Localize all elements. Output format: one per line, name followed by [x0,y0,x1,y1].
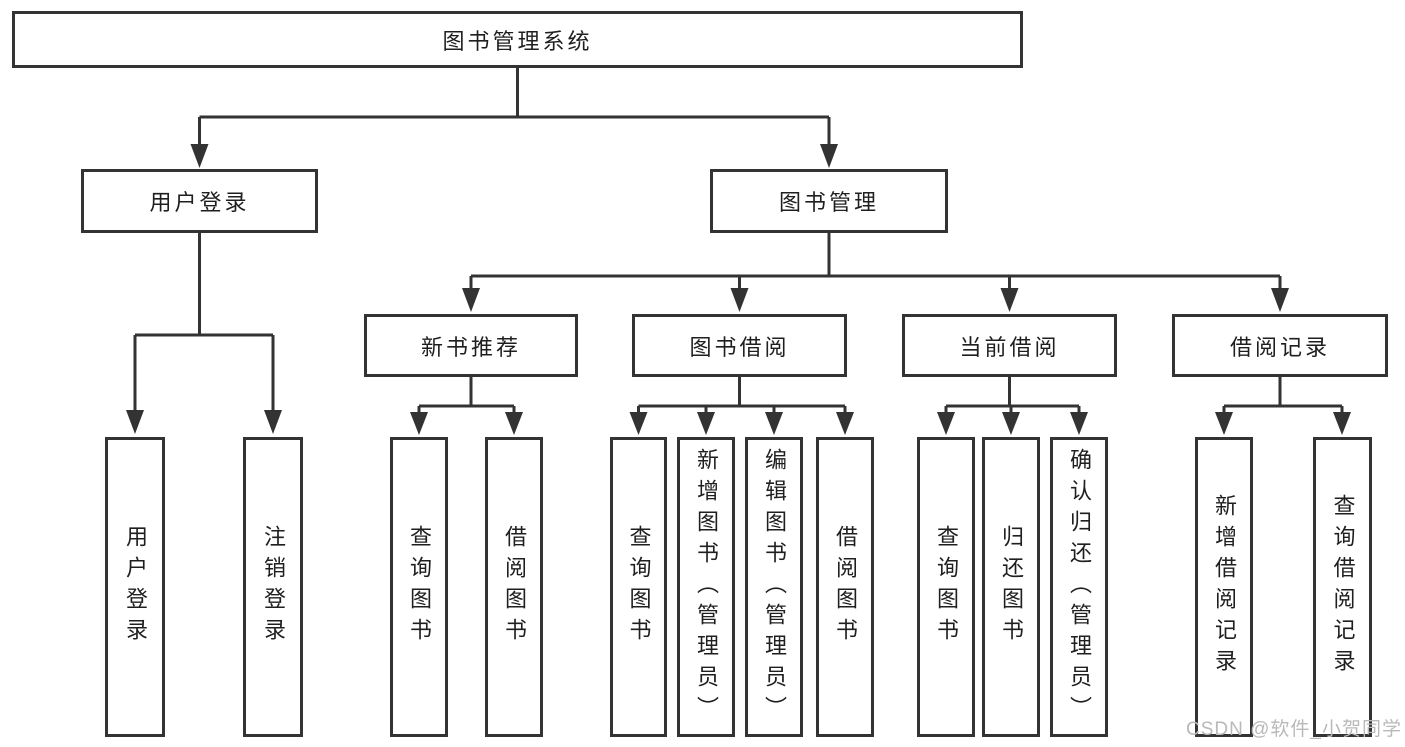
node-label: 确认归还（管理员） [1067,447,1092,727]
node-borrowing-records: 借阅记录 [1172,314,1388,377]
node-leaf-edit-books-admin: 编辑图书（管理员） [745,437,803,737]
edge-book-mgmt-to-level3 [462,233,1289,312]
node-leaf-query-borrow-record: 查询借阅记录 [1313,437,1372,737]
node-label: 借阅图书 [502,525,527,649]
edge-root-to-level2 [190,68,838,168]
node-label: 归还图书 [999,525,1024,649]
node-user-login: 用户登录 [81,169,318,233]
node-current-borrowing: 当前借阅 [902,314,1117,377]
node-leaf-query-books-borrow: 查询图书 [610,437,667,737]
node-leaf-add-books-admin: 新增图书（管理员） [677,437,735,737]
node-label: 用户登录 [149,190,250,215]
node-leaf-borrow-books-recommend: 借阅图书 [485,437,543,737]
node-label: 图书管理 [778,190,879,215]
node-label: 新增借阅记录 [1212,494,1237,680]
node-label: 查询图书 [626,525,652,649]
node-leaf-confirm-return-admin: 确认归还（管理员） [1050,437,1108,737]
node-leaf-return-books: 归还图书 [982,437,1040,737]
node-label: 新增图书（管理员） [694,447,719,727]
edge-current-borrow-to-leaves [937,377,1088,435]
node-label: 注销登录 [261,525,286,649]
node-label: 查询图书 [934,525,959,649]
node-leaf-logout: 注销登录 [243,437,303,737]
node-leaf-borrow-books: 借阅图书 [816,437,874,737]
node-book-management: 图书管理 [710,169,948,233]
node-label: 查询图书 [407,525,432,649]
node-leaf-query-books-recommend: 查询图书 [390,437,448,737]
node-label: 图书借阅 [689,334,790,360]
node-book-borrowing: 图书借阅 [632,314,847,377]
node-leaf-query-books-current: 查询图书 [917,437,975,737]
node-leaf-user-login: 用户登录 [105,437,165,737]
csdn-watermark: CSDN @软件_小贺同学 [1186,719,1402,740]
node-new-book-recommend: 新书推荐 [364,314,578,377]
node-leaf-add-borrow-record: 新增借阅记录 [1195,437,1253,737]
edge-book-borrow-to-leaves [629,377,854,435]
node-label: 新书推荐 [420,334,521,360]
node-label: 借阅图书 [833,525,858,649]
edge-user-login-to-leaves [126,233,282,434]
node-label: 借阅记录 [1229,334,1330,360]
node-label: 当前借阅 [959,334,1060,360]
node-label: 图书管理系统 [442,28,593,54]
node-label: 用户登录 [123,525,148,649]
node-label: 查询借阅记录 [1330,494,1356,680]
edge-borrow-record-to-leaves [1215,377,1351,435]
node-label: 编辑图书（管理员） [762,447,787,727]
node-library-management-system: 图书管理系统 [12,11,1023,68]
edge-new-book-to-leaves [410,377,523,435]
